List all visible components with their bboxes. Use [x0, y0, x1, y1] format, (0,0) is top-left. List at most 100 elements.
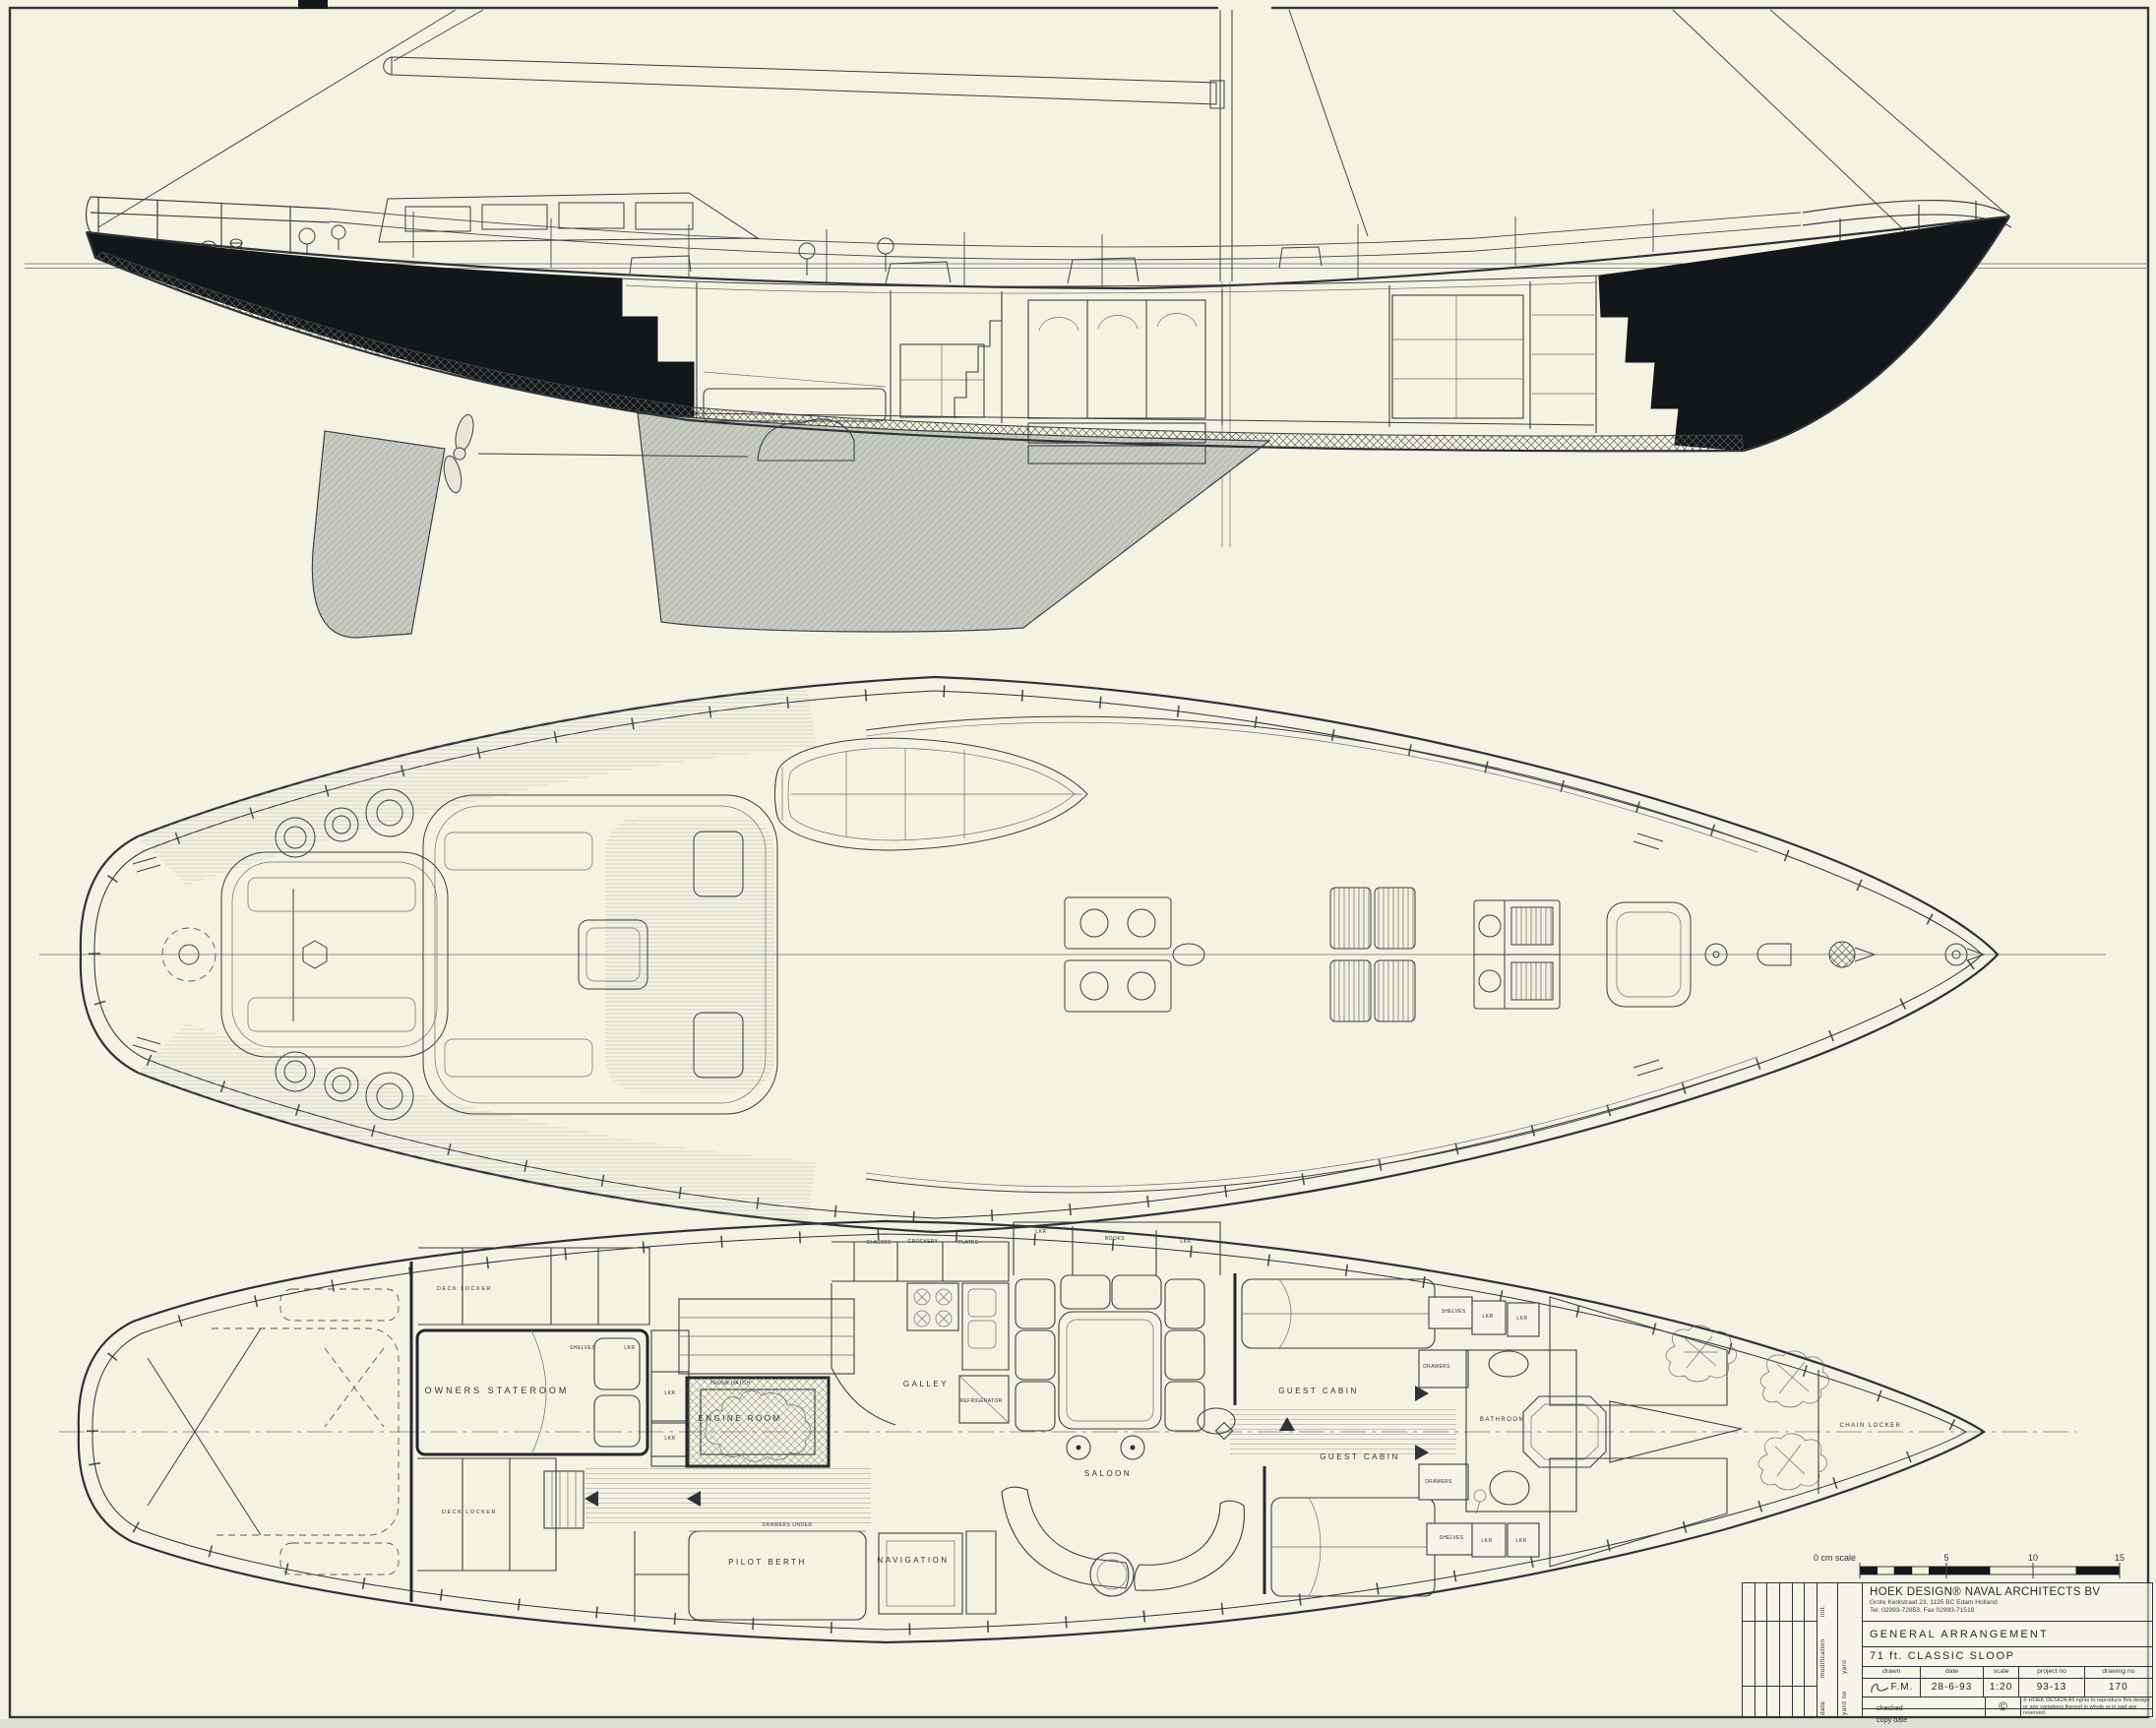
copyright-note: © HOEK DESIGN All rights to reproduce th…: [2023, 1697, 2150, 1717]
svg-text:SHELVES: SHELVES: [570, 1345, 595, 1351]
svg-text:TRUNK HATCH: TRUNK HATCH: [710, 1381, 751, 1387]
svg-text:DRAWERS: DRAWERS: [1423, 1364, 1450, 1370]
saloon-lower: [1001, 1435, 1246, 1597]
guest-cabin-upper: [1233, 1273, 1436, 1405]
drawing-no-value: 170: [2109, 1682, 2128, 1693]
fore-hatch: [1606, 901, 1692, 1008]
interior-cutaway: [621, 275, 1602, 464]
svg-text:LKR: LKR: [1516, 1316, 1527, 1322]
propeller: [443, 413, 749, 494]
svg-text:NAVIGATION: NAVIGATION: [877, 1556, 949, 1565]
deck-cleats: [132, 833, 1664, 1077]
drawing-type: GENERAL ARRANGEMENT: [1863, 1621, 2152, 1646]
foredeck-fittings: [1704, 941, 1986, 968]
forepeak: [1549, 1296, 1829, 1568]
svg-text:DRAWERS: DRAWERS: [1425, 1479, 1452, 1485]
stern-pushpit: [85, 196, 331, 254]
company-name: HOEK DESIGN® NAVAL ARCHITECTS BV: [1870, 1586, 2101, 1598]
rev-yard-no-label: yard no: [1841, 1691, 1848, 1715]
svg-text:LKR: LKR: [1515, 1538, 1526, 1544]
checked-label: checked: [1877, 1703, 1903, 1712]
profile-view: [25, 9, 2148, 639]
dorade-vents-aft: [1064, 896, 1172, 1013]
project-no-value: 93-13: [2019, 1679, 2085, 1697]
companionway: [543, 1468, 871, 1529]
col-date: date: [1921, 1667, 1984, 1678]
deck-hatches-profile: [629, 246, 1323, 284]
deckhouse: [378, 192, 760, 243]
copy-date-label: copy date: [1877, 1715, 1908, 1724]
svg-text:DECK LOCKER: DECK LOCKER: [437, 1286, 492, 1292]
svg-text:DRAWERS UNDER: DRAWERS UNDER: [762, 1522, 812, 1528]
rev-init-label: init.: [1819, 1604, 1826, 1617]
svg-text:CHAIN LOCKER: CHAIN LOCKER: [1839, 1423, 1901, 1429]
cockpit: [220, 851, 449, 1058]
svg-text:PLATES: PLATES: [958, 1240, 979, 1246]
scale-value: 1:20: [1984, 1679, 2020, 1697]
lazarette: [147, 1288, 400, 1575]
svg-text:DECK LOCKER: DECK LOCKER: [442, 1510, 497, 1515]
col-drawn: drawn: [1863, 1667, 1922, 1678]
date-value: 28-6-93: [1921, 1679, 1984, 1697]
fwd-passage: [1197, 1386, 1456, 1460]
galley: [831, 1241, 1010, 1426]
svg-text:PILOT BERTH: PILOT BERTH: [728, 1558, 807, 1567]
engine-room: [685, 1376, 831, 1468]
svg-text:CROCKERY: CROCKERY: [908, 1239, 939, 1245]
hull-profile-outline: [86, 215, 2010, 290]
bow-topsides: [1598, 216, 2010, 452]
col-project-no: project no: [2019, 1667, 2085, 1678]
col-drawing-no: drawing no: [2102, 1668, 2135, 1675]
saloon-upper: [1013, 1221, 1221, 1432]
scale-bar-label: 0 cm scale: [1814, 1553, 1856, 1563]
interior-room-labels: OWNERS STATEROOM DECK LOCKER DECK LOCKER SH…: [425, 1229, 1901, 1567]
rev-yard-label: yard: [1841, 1659, 1848, 1674]
svg-text:LKR: LKR: [664, 1390, 675, 1396]
svg-text:GUEST CABIN: GUEST CABIN: [1278, 1387, 1359, 1395]
svg-text:SHELVES: SHELVES: [1440, 1535, 1464, 1541]
navigation-station: [878, 1530, 997, 1615]
pilot-berth: [634, 1530, 867, 1622]
stowage-cells: [1418, 1296, 1540, 1558]
dinghy: [774, 737, 1088, 851]
svg-text:LKR: LKR: [624, 1345, 635, 1351]
rev-date-label: date: [1819, 1700, 1826, 1715]
interior-plan-view: OWNERS STATEROOM DECK LOCKER DECK LOCKER SH…: [59, 1219, 2076, 1644]
svg-text:OWNERS STATEROOM: OWNERS STATEROOM: [425, 1386, 570, 1395]
svg-text:LKR: LKR: [1482, 1314, 1493, 1320]
winches: [275, 788, 414, 1121]
aft-passage: [650, 1329, 690, 1467]
svg-text:GUEST CABIN: GUEST CABIN: [1320, 1452, 1400, 1461]
svg-text:15: 15: [2115, 1553, 2125, 1563]
svg-text:SHELVES: SHELVES: [1442, 1309, 1466, 1315]
svg-text:LKR: LKR: [1481, 1538, 1492, 1544]
owners-stateroom: [415, 1247, 650, 1572]
svg-text:BATHROOM: BATHROOM: [1480, 1417, 1525, 1423]
boom: [383, 56, 1225, 109]
guest-cabin-lower: [1263, 1466, 1436, 1597]
svg-text:ENGINE ROOM: ENGINE ROOM: [698, 1414, 781, 1423]
svg-text:LKR: LKR: [1180, 1239, 1191, 1245]
rev-modification-label: modification: [1819, 1638, 1826, 1678]
copyright-symbol: ©: [1985, 1697, 2021, 1718]
company-address: Grote Kerkstraat 23, 1135 BC Edam Hollan…: [1870, 1599, 1998, 1606]
svg-text:GALLEY: GALLEY: [903, 1380, 949, 1389]
svg-text:10: 10: [2028, 1553, 2038, 1563]
title-block: init. modification date yard yard no HOE…: [1742, 1582, 2153, 1724]
svg-text:REFRIGERATOR: REFRIGERATOR: [960, 1398, 1003, 1404]
deck-plan-view: [39, 675, 2106, 1234]
drawing-title: 71 ft. CLASSIC SLOOP: [1863, 1646, 2152, 1666]
drawn-value: . F.M.: [1882, 1682, 1914, 1693]
coachroof: [422, 794, 778, 1115]
svg-text:GLASSES: GLASSES: [866, 1240, 892, 1246]
lifelines: [329, 208, 1802, 288]
company-phone: Tel. 02993-72853, Fax 02993-71519: [1870, 1607, 1975, 1615]
skylights: [1329, 887, 1416, 1022]
col-scale: scale: [1984, 1667, 2020, 1678]
svg-text:SALOON: SALOON: [1084, 1469, 1132, 1478]
